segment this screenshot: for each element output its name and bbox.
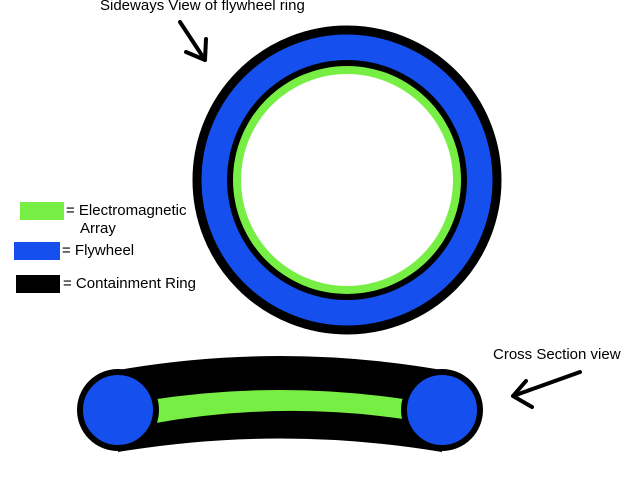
cross-section-flywheel-right bbox=[401, 369, 483, 451]
legend-swatch-flywheel bbox=[14, 242, 60, 260]
legend-label-containment-ring: = Containment Ring bbox=[63, 275, 196, 292]
cross-section-view bbox=[77, 356, 483, 452]
sideways-view-label: Sideways View of flywheel ring bbox=[100, 0, 305, 14]
legend-swatch-electromagnetic-array bbox=[20, 202, 64, 220]
cross-section-arrow bbox=[511, 370, 582, 409]
cross-section-flywheel-left bbox=[77, 369, 159, 451]
legend-label-flywheel: = Flywheel bbox=[62, 242, 135, 259]
sideways-view-ring bbox=[192, 25, 502, 335]
cross-section-label: Cross Section view bbox=[493, 346, 621, 363]
cross-section-electromagnetic-array bbox=[150, 390, 410, 424]
sideways-view-arrow bbox=[178, 20, 208, 62]
legend-label-electromagnetic-array-line2: Array bbox=[80, 220, 116, 237]
ring-center-hole bbox=[241, 74, 453, 286]
legend-label-electromagnetic-array: = Electromagnetic bbox=[66, 202, 187, 219]
legend-swatch-containment-ring bbox=[16, 275, 60, 293]
